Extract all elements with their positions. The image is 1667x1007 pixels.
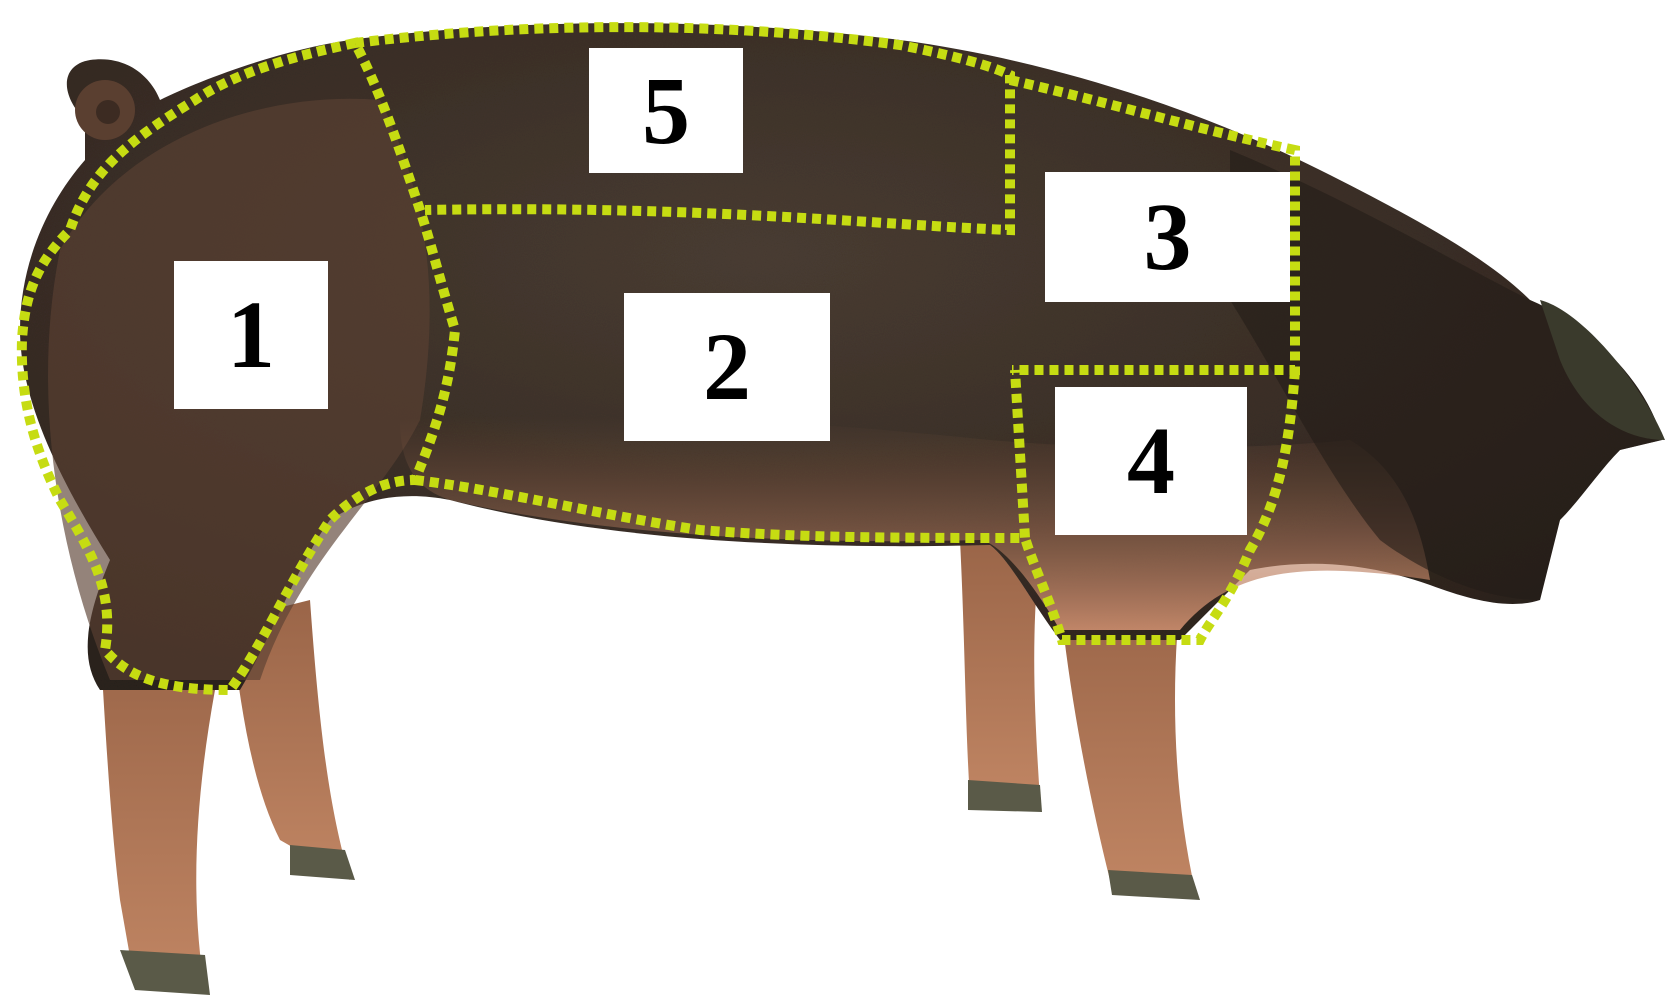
region-label-1-text: 1 bbox=[227, 287, 275, 383]
belly-shade bbox=[400, 416, 1430, 630]
region-label-5-text: 5 bbox=[642, 63, 690, 159]
region-label-2: 2 bbox=[624, 293, 830, 441]
region-label-4: 4 bbox=[1055, 387, 1247, 535]
tail-inner bbox=[96, 100, 120, 124]
region-label-5: 5 bbox=[589, 48, 743, 173]
region-label-3-text: 3 bbox=[1144, 189, 1192, 285]
region-label-3: 3 bbox=[1045, 172, 1290, 302]
region-label-4-text: 4 bbox=[1127, 413, 1175, 509]
region-label-1: 1 bbox=[174, 261, 328, 409]
hoof bbox=[290, 845, 355, 880]
hoof bbox=[968, 780, 1042, 812]
hoof bbox=[120, 950, 210, 995]
region-label-2-text: 2 bbox=[703, 319, 751, 415]
